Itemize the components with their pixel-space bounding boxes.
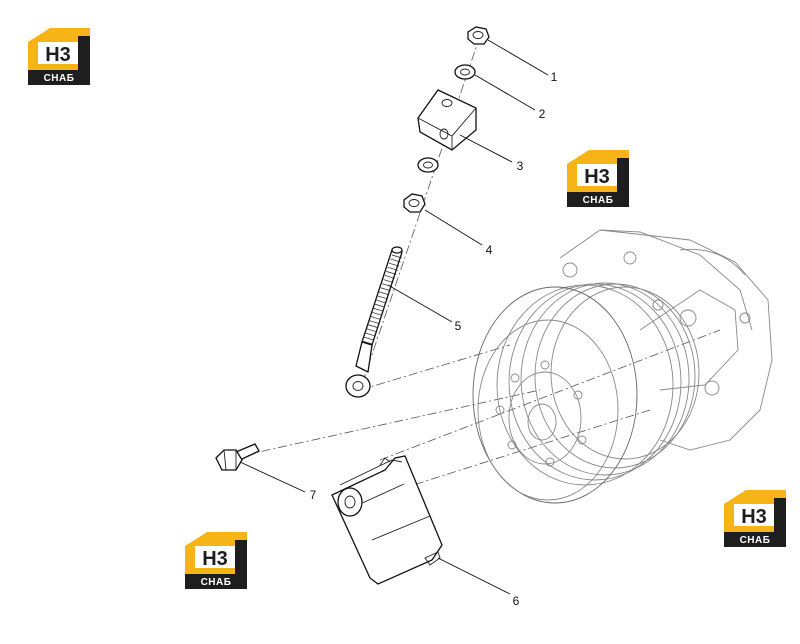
callout-3: 3 (517, 159, 524, 173)
part-mounting-plate (331, 455, 443, 585)
part-spacer-washer (417, 157, 439, 173)
rod-thread-mark (379, 291, 390, 296)
logo-watermark-bottom-left: H3 СНАБ (185, 532, 247, 589)
rod-thread-mark (389, 262, 400, 267)
callout-4: 4 (486, 243, 493, 257)
callout-2: 2 (539, 107, 546, 121)
rod-thread-mark (364, 332, 375, 337)
assembly-axes (244, 35, 721, 506)
logo-inner-box (38, 42, 78, 64)
leader-lines (239, 39, 549, 595)
rod-thread-mark (390, 258, 401, 263)
rod-thread-mark (391, 254, 403, 259)
callout-labels: 1 2 3 4 5 6 7 (310, 70, 558, 608)
rod-thread-mark (386, 271, 397, 275)
part-threaded-rod (345, 246, 403, 398)
logo-sub-text: СНАБ (44, 73, 75, 84)
rod-thread-mark (367, 324, 378, 328)
rod-thread-mark (366, 328, 377, 333)
logo-sub-text: СНАБ (201, 577, 232, 588)
rod-thread-mark (387, 266, 398, 271)
rod-thread-mark (374, 303, 385, 308)
logo-watermark-top-left: H3 СНАБ (28, 28, 90, 85)
rod-thread-mark (376, 299, 387, 304)
logo-sub-text: СНАБ (583, 195, 614, 206)
rod-thread-mark (384, 275, 395, 279)
part-lower-nut (403, 193, 426, 213)
rod-thread-mark (369, 320, 380, 324)
logo-mark-text: H3 (45, 44, 71, 66)
logo-mark-text: H3 (741, 506, 767, 528)
callout-6: 6 (513, 594, 520, 608)
rod-thread-mark (370, 316, 381, 320)
part-nut (467, 26, 490, 45)
compressor-assembly (472, 229, 773, 504)
callout-1: 1 (551, 70, 558, 84)
logo-watermark-bottom-right: H3 СНАБ (724, 490, 786, 547)
part-bolt (215, 443, 260, 471)
callout-5: 5 (455, 319, 462, 333)
rod-thread-mark (373, 307, 384, 312)
logo-sub-text: СНАБ (740, 535, 771, 546)
rod-thread-mark (363, 336, 374, 341)
part-washer (454, 64, 476, 80)
rod-thread-mark (383, 279, 394, 283)
rod-thread-mark (371, 311, 383, 316)
callout-7: 7 (310, 488, 317, 502)
part-bracket-block (417, 89, 477, 151)
logo-mark-text: H3 (202, 548, 228, 570)
logo-mark-text: H3 (584, 166, 610, 188)
rod-thread-mark (361, 340, 373, 345)
rod-thread-mark (380, 287, 391, 292)
rod-thread-mark (377, 295, 388, 300)
logo-watermark-mid-right: H3 СНАБ (567, 150, 629, 207)
